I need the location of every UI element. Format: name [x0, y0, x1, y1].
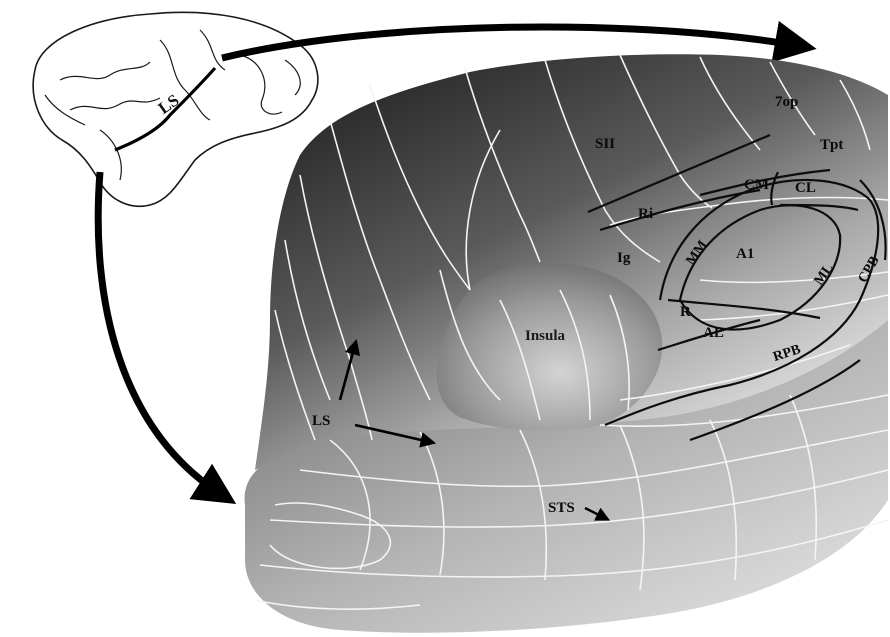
label-tpt: Tpt	[820, 137, 843, 153]
label-r: R	[680, 304, 691, 320]
label-sts: STS	[548, 500, 575, 516]
monkey-brain-outline: LS	[33, 12, 318, 206]
label-7op: 7op	[775, 94, 798, 110]
label-ls-main: LS	[312, 413, 330, 429]
label-cl: CL	[795, 180, 816, 196]
arrow-left	[98, 172, 222, 495]
label-sii: SII	[595, 136, 615, 152]
label-ri: Ri	[638, 206, 653, 222]
label-cm: CM	[744, 177, 769, 193]
label-al: AL	[703, 325, 724, 341]
label-insula: Insula	[525, 328, 566, 344]
label-a1: A1	[736, 246, 754, 262]
label-ig: Ig	[617, 250, 631, 266]
